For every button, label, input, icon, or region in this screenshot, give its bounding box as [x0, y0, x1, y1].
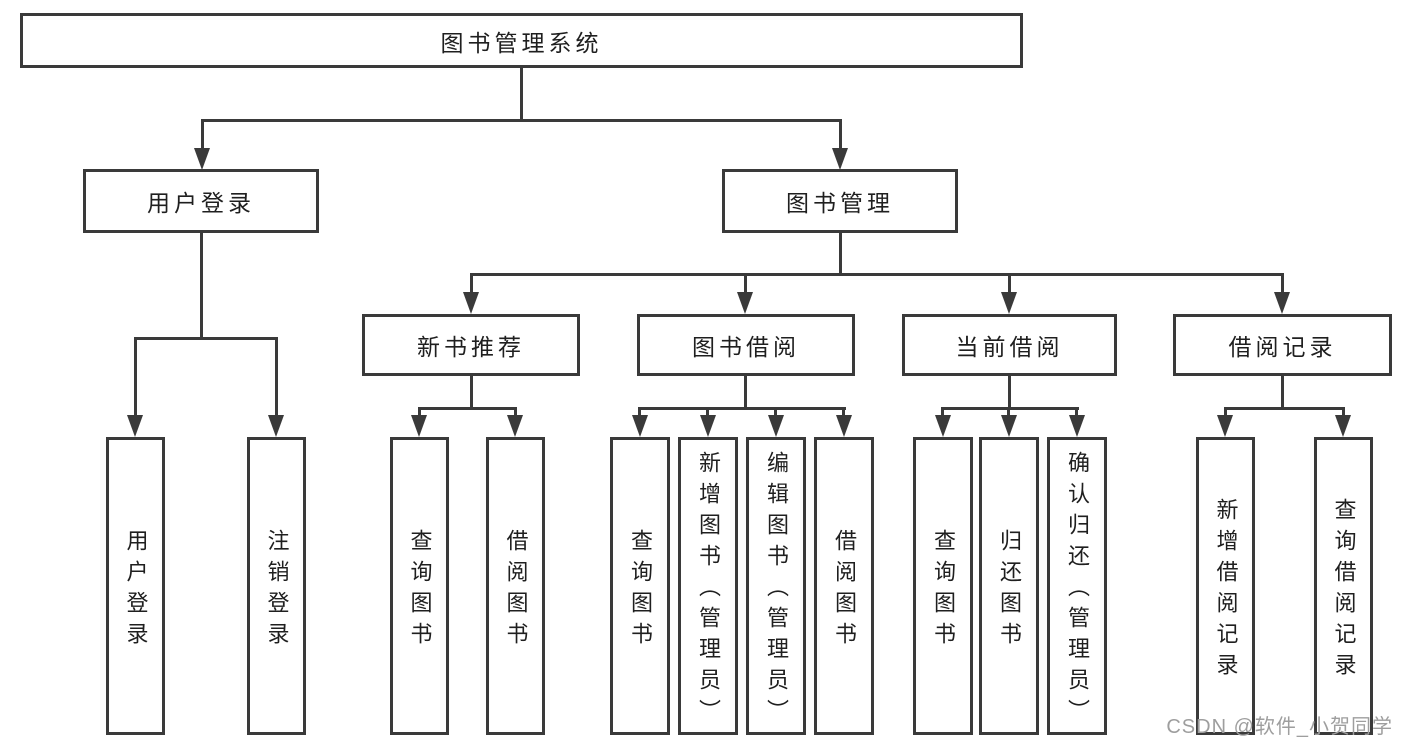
node-label: 图书管理 [786, 190, 894, 216]
connector-line [201, 119, 842, 122]
connector-line [638, 407, 846, 410]
node-book-borrowing: 图书借阅 [637, 314, 855, 376]
arrow-down-icon [463, 292, 479, 314]
connector-line [470, 273, 1284, 276]
node-current-borrowing: 当前借阅 [902, 314, 1117, 376]
leaf-logout: 注销登录 [247, 437, 306, 735]
leaf-return-book: 归还图书 [979, 437, 1039, 735]
connector-line [1008, 273, 1011, 296]
connector-line [201, 119, 204, 151]
node-new-book-recommendation: 新书推荐 [362, 314, 580, 376]
node-label: 借阅图书 [832, 528, 857, 653]
connector-line [1342, 407, 1345, 421]
node-label: 查询图书 [407, 528, 433, 653]
connector-line [839, 119, 842, 151]
arrow-down-icon [836, 415, 852, 437]
connector-line [418, 407, 517, 410]
csdn-watermark: CSDN @软件_小贺同学 [1166, 716, 1393, 738]
leaf-query-books-recommended: 查询图书 [390, 437, 449, 735]
arrow-down-icon [700, 415, 716, 437]
arrow-down-icon [1001, 415, 1017, 437]
node-label: 用户登录 [123, 528, 149, 653]
node-label: 查询图书 [628, 528, 653, 653]
node-label: 新增借阅记录 [1213, 497, 1239, 684]
connector-line [200, 233, 203, 340]
leaf-add-borrow-record: 新增借阅记录 [1196, 437, 1255, 735]
arrow-down-icon [632, 415, 648, 437]
arrow-down-icon [832, 148, 848, 170]
connector-line [744, 376, 747, 410]
connector-line [134, 337, 137, 421]
connector-line [941, 407, 1079, 410]
connector-line [941, 407, 944, 421]
node-user-login: 用户登录 [83, 169, 319, 233]
connector-line [744, 273, 747, 296]
leaf-borrow-books-recommended: 借阅图书 [486, 437, 545, 735]
arrow-down-icon [1069, 415, 1085, 437]
connector-line [1224, 407, 1345, 410]
connector-line [134, 337, 278, 340]
arrow-down-icon [935, 415, 951, 437]
connector-line [774, 407, 777, 421]
connector-line [706, 407, 709, 421]
node-label: 查询图书 [931, 528, 956, 653]
connector-line [638, 407, 641, 421]
leaf-edit-book-admin: 编辑图书（管理员） [746, 437, 806, 735]
connector-line [1224, 407, 1227, 421]
arrow-down-icon [1001, 292, 1017, 314]
arrow-down-icon [268, 415, 284, 437]
arrow-down-icon [507, 415, 523, 437]
arrow-down-icon [768, 415, 784, 437]
arrow-down-icon [127, 415, 143, 437]
leaf-borrow-books-borrowing: 借阅图书 [814, 437, 874, 735]
connector-line [1281, 273, 1284, 296]
connector-line [1008, 376, 1011, 410]
leaf-user-login: 用户登录 [106, 437, 165, 735]
connector-line [514, 407, 517, 421]
node-label: 图书管理系统 [440, 29, 603, 56]
arrow-down-icon [1335, 415, 1351, 437]
node-label: 图书借阅 [692, 334, 800, 360]
node-label: 用户登录 [147, 190, 255, 216]
connector-line [842, 407, 845, 421]
leaf-query-borrow-record: 查询借阅记录 [1314, 437, 1373, 735]
connector-line [839, 233, 842, 276]
node-label: 借阅记录 [1228, 334, 1337, 360]
connector-line [1075, 407, 1078, 421]
connector-line [470, 273, 473, 296]
arrow-down-icon [1274, 292, 1290, 314]
node-label: 查询借阅记录 [1331, 497, 1357, 684]
arrow-down-icon [1217, 415, 1233, 437]
arrow-down-icon [737, 292, 753, 314]
node-label: 编辑图书（管理员） [764, 451, 789, 730]
node-label: 注销登录 [264, 528, 290, 653]
node-library-management-system: 图书管理系统 [20, 13, 1023, 68]
node-label: 当前借阅 [955, 334, 1064, 360]
leaf-query-books-current: 查询图书 [913, 437, 973, 735]
node-label: 新增图书（管理员） [696, 451, 721, 730]
node-label: 借阅图书 [503, 528, 529, 653]
node-borrowing-records: 借阅记录 [1173, 314, 1392, 376]
arrow-down-icon [194, 148, 210, 170]
connector-line [418, 407, 421, 421]
connector-line [275, 337, 278, 421]
arrow-down-icon [411, 415, 427, 437]
node-label: 新书推荐 [417, 334, 525, 360]
connector-line [1281, 376, 1284, 410]
leaf-query-books-borrowing: 查询图书 [610, 437, 670, 735]
leaf-add-book-admin: 新增图书（管理员） [678, 437, 738, 735]
node-label: 确认归还（管理员） [1065, 451, 1090, 730]
node-label: 归还图书 [997, 528, 1022, 653]
connector-line [1007, 407, 1010, 421]
connector-line [470, 376, 473, 410]
node-book-management: 图书管理 [722, 169, 958, 233]
leaf-confirm-return-admin: 确认归还（管理员） [1047, 437, 1107, 735]
connector-line [520, 66, 523, 122]
